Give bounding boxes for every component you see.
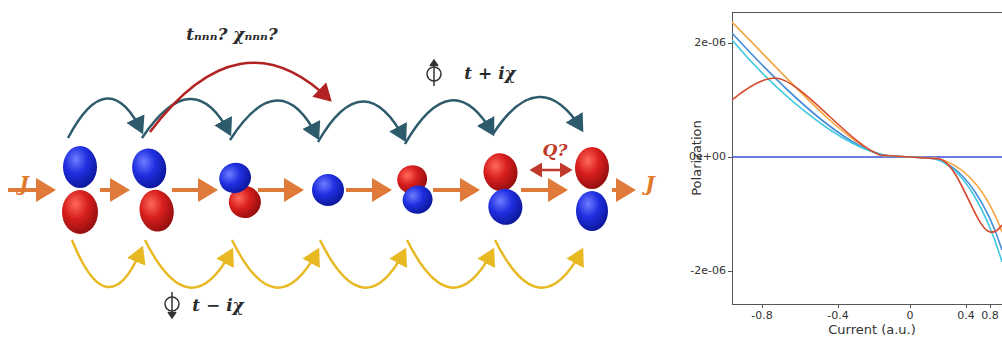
- x-tick: -0.8: [751, 310, 772, 322]
- current-label: J: [19, 173, 28, 195]
- chart-frame: [728, 12, 1002, 308]
- nnn-hopping-label: tₙₙₙ? χₙₙₙ?: [186, 25, 278, 44]
- current-label: J: [645, 173, 654, 195]
- orbitals: [62, 146, 609, 235]
- spin-down-symbol: [165, 292, 179, 318]
- y-tick: 0e+00: [689, 151, 726, 163]
- x-axis-title: Current (a.u.): [828, 323, 916, 337]
- spin-down-hopping-label: t − iχ: [192, 296, 244, 315]
- y-tick: 2e-06: [694, 37, 726, 49]
- polarization-curves: [732, 22, 1002, 262]
- spin-up-hopping-label: t + iχ: [464, 64, 516, 83]
- y-tick: -2e-06: [690, 265, 726, 277]
- x-tick: -0.4: [827, 310, 848, 322]
- modulation-label: Q?: [543, 141, 568, 160]
- spin-down-hopping: [72, 240, 582, 288]
- x-tick: 0: [907, 310, 914, 322]
- spin-up-symbol: [427, 60, 441, 86]
- nnn-hopping-arc: [150, 63, 330, 132]
- spin-up-hopping: [68, 97, 582, 144]
- x-tick: 0.4: [957, 310, 975, 322]
- q-double-arrow: [532, 169, 570, 172]
- x-tick: 0.8: [981, 310, 999, 322]
